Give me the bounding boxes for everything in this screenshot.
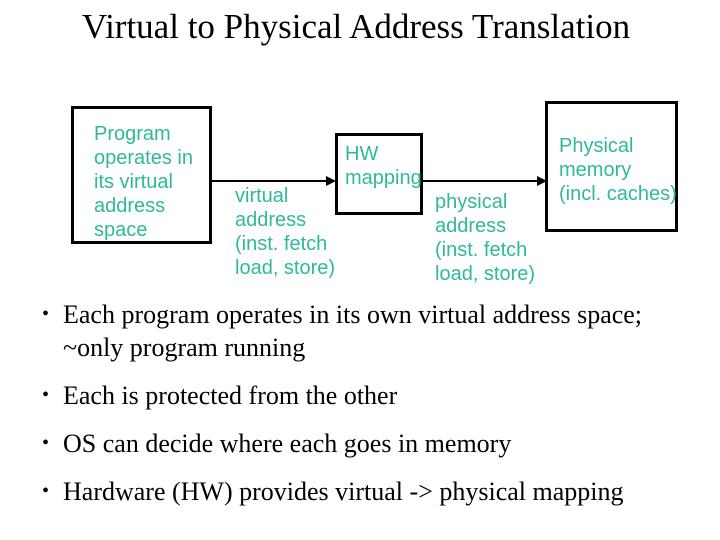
hw-to-memory-arrow-line (423, 180, 539, 182)
bullet-list: • Each program operates in its own virtu… (42, 298, 718, 523)
bullet-text: Each program operates in its own virtual… (63, 300, 643, 362)
bullet-marker-icon: • (42, 384, 50, 406)
hw-to-memory-arrowhead-icon (537, 176, 547, 186)
bullet-item: • OS can decide where each goes in memor… (42, 427, 718, 460)
slide-title: Virtual to Physical Address Translation (81, 7, 631, 46)
program-box: Program operates in its virtual address … (71, 106, 212, 244)
virtual-address-label: virtual address (inst. fetch load, store… (235, 185, 336, 279)
bullet-item: • Each is protected from the other (42, 379, 718, 412)
bullet-item: • Hardware (HW) provides virtual -> phys… (42, 475, 718, 508)
bullet-item: • Each program operates in its own virtu… (42, 298, 718, 364)
physical-memory-box-text: Physical memory (incl. caches) (559, 135, 677, 205)
bullet-text: OS can decide where each goes in memory (63, 429, 512, 458)
physical-address-label: physical address (inst. fetch load, stor… (435, 191, 536, 285)
virtual-to-hw-arrowhead-icon (326, 176, 336, 186)
bullet-marker-icon: • (42, 432, 50, 454)
bullet-marker-icon: • (42, 303, 50, 325)
bullet-text: Each is protected from the other (63, 381, 398, 410)
hw-mapping-box: HW mapping (335, 133, 423, 215)
bullet-marker-icon: • (42, 480, 50, 502)
program-box-text: Program operates in its virtual address … (94, 123, 193, 241)
bullet-text: Hardware (HW) provides virtual -> physic… (63, 477, 624, 506)
virtual-to-hw-arrow-line (212, 180, 328, 182)
hw-mapping-box-text: HW mapping (345, 143, 422, 189)
physical-memory-box: Physical memory (incl. caches) (545, 101, 678, 232)
